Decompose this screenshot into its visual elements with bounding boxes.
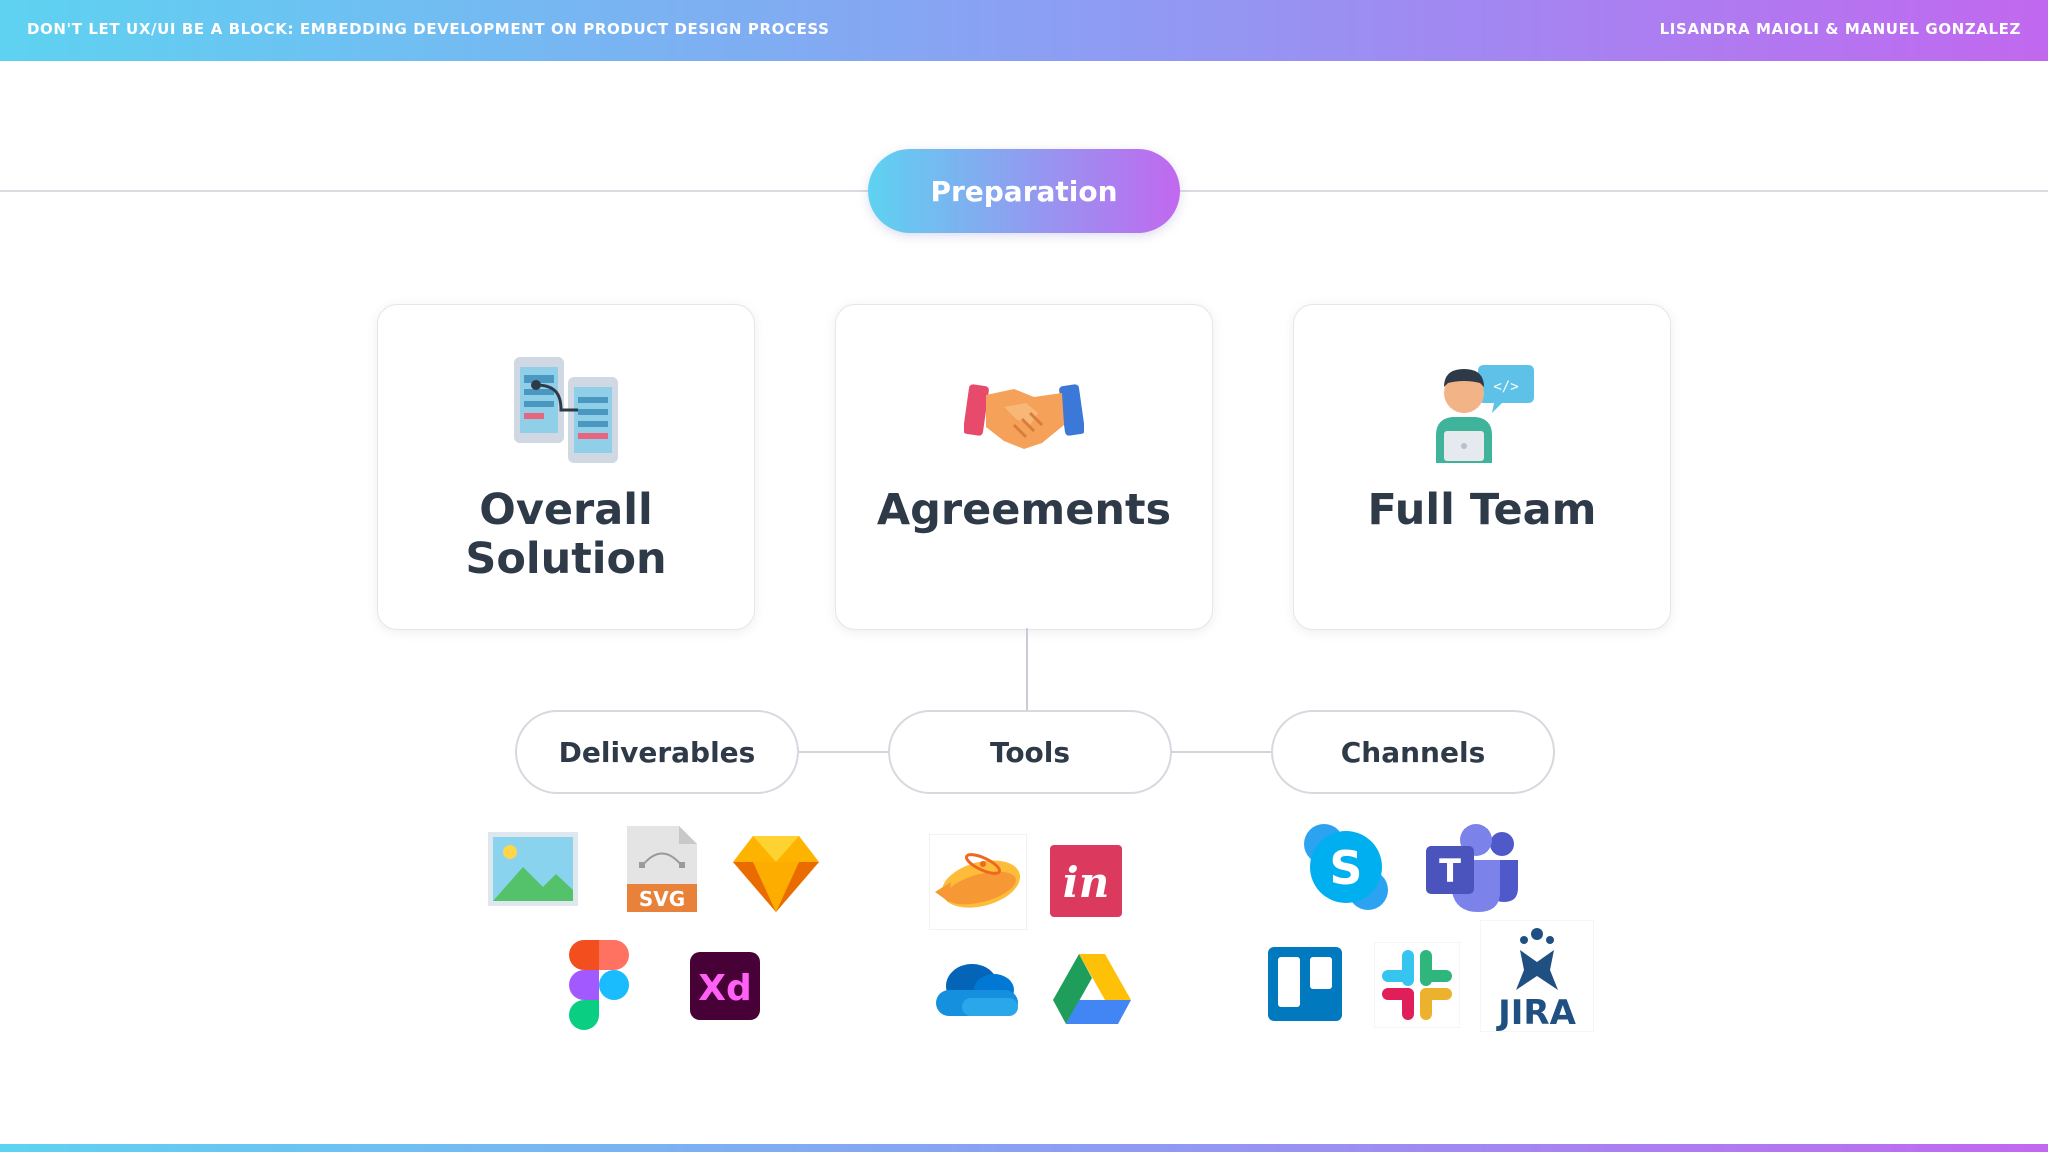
google-drive-icon bbox=[1053, 954, 1131, 1024]
card-agreements: Agreements bbox=[835, 304, 1213, 630]
card-title-line1: Overall bbox=[479, 485, 653, 535]
card-title-line2: Solution bbox=[465, 534, 667, 584]
skype-icon: S bbox=[1304, 824, 1388, 910]
developer-icon: </> bbox=[1422, 355, 1542, 465]
handshake-icon bbox=[963, 355, 1085, 465]
image-icon bbox=[488, 832, 578, 906]
skype-label: S bbox=[1329, 841, 1362, 895]
svg-file-icon: SVG bbox=[627, 826, 697, 912]
card-full-team: </> Full Team bbox=[1293, 304, 1671, 630]
card-title: Agreements bbox=[876, 485, 1172, 535]
figma-icon bbox=[568, 940, 630, 1032]
connector-right bbox=[1170, 751, 1273, 753]
stage-pill-preparation: Preparation bbox=[868, 149, 1180, 233]
trello-icon bbox=[1268, 947, 1342, 1021]
teams-icon: T bbox=[1422, 822, 1518, 912]
category-tools: Tools bbox=[888, 710, 1172, 794]
presentation-authors: LISANDRA MAIOLI & MANUEL GONZALEZ bbox=[1659, 20, 2021, 38]
onedrive-icon bbox=[932, 960, 1022, 1018]
card-overall-solution: Overall Solution bbox=[377, 304, 755, 630]
category-channels: Channels bbox=[1271, 710, 1555, 794]
invision-icon: in bbox=[1050, 845, 1122, 917]
jira-label: JIRA bbox=[1496, 993, 1576, 1032]
zeplin-icon bbox=[928, 833, 1028, 931]
adobe-xd-label: Xd bbox=[698, 968, 752, 1009]
invision-label: in bbox=[1063, 858, 1110, 907]
svg-file-label: SVG bbox=[639, 887, 685, 911]
connector-left bbox=[797, 751, 890, 753]
teams-label: T bbox=[1439, 852, 1461, 890]
mobile-flow-icon bbox=[506, 355, 626, 465]
svg-text:</>: </> bbox=[1493, 379, 1518, 395]
presentation-title: DON'T LET UX/UI BE A BLOCK: EMBEDDING DE… bbox=[27, 20, 830, 38]
header-bar: DON'T LET UX/UI BE A BLOCK: EMBEDDING DE… bbox=[0, 0, 2048, 61]
slack-icon bbox=[1373, 941, 1461, 1029]
sketch-icon bbox=[733, 834, 819, 914]
category-deliverables: Deliverables bbox=[515, 710, 799, 794]
adobe-xd-icon: Xd bbox=[690, 952, 760, 1020]
card-title: Full Team bbox=[1367, 485, 1597, 535]
footer-bar bbox=[0, 1144, 2048, 1152]
connector-vertical bbox=[1026, 628, 1028, 710]
jira-icon: JIRA bbox=[1479, 919, 1595, 1033]
